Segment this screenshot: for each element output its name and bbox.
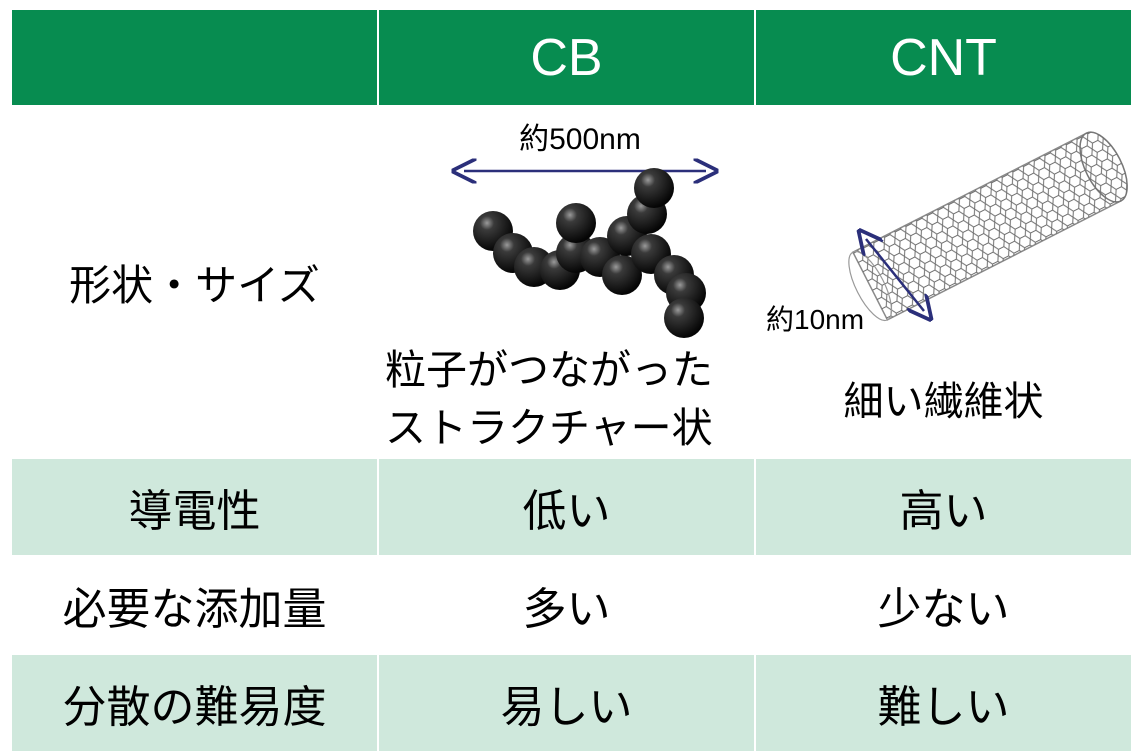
cnt-shape-cell: 約10nm 細い繊維状	[754, 105, 1131, 459]
conductivity-cb: 低い	[377, 457, 756, 557]
additive-amount-cb: 多い	[377, 555, 756, 655]
dispersion-difficulty-row: 分散の難易度 易しい 難しい	[10, 653, 1131, 753]
cb-caption-line-1: 粒子がつながった	[385, 346, 713, 394]
additive-amount-label: 必要な添加量	[10, 555, 379, 655]
carbon-black-particles	[473, 168, 706, 338]
cb-shape-cell: 約500nm	[377, 105, 757, 459]
shape-size-label: 形状・サイズ	[10, 105, 379, 459]
cnt-dimension-arrow	[866, 239, 924, 311]
conductivity-row: 導電性 低い 高い	[10, 457, 1131, 557]
header-empty-cell	[10, 8, 379, 107]
conductivity-label: 導電性	[10, 457, 379, 557]
cnt-dimension-label: 約10nm	[766, 304, 864, 335]
cb-dimension-label: 約500nm	[519, 123, 641, 156]
additive-amount-row: 必要な添加量 多い 少ない	[10, 555, 1131, 655]
dispersion-difficulty-cnt: 難しい	[754, 653, 1131, 753]
shape-size-row: 形状・サイズ 約500nm	[10, 105, 1131, 459]
cb-caption-line-2: ストラクチャー状	[385, 404, 713, 452]
cnt-shape-caption: 細い繊維状	[843, 379, 1044, 425]
nanotube-body	[848, 131, 1128, 322]
comparison-table: CB CNT 形状・サイズ 約500nm	[10, 8, 1131, 753]
carbon-black-figure: 約500nm	[414, 123, 744, 338]
carbon-nanotube-figure: 約10nm	[766, 131, 1128, 335]
additive-amount-cnt: 少ない	[754, 555, 1131, 655]
cb-shape-caption: 粒子がつながった ストラクチャー状	[385, 341, 757, 457]
header-row: CB CNT	[10, 8, 1131, 107]
header-cb: CB	[377, 8, 756, 107]
header-cnt: CNT	[754, 8, 1131, 107]
conductivity-cnt: 高い	[754, 457, 1131, 557]
dispersion-difficulty-cb: 易しい	[377, 653, 756, 753]
dispersion-difficulty-label: 分散の難易度	[10, 653, 379, 753]
